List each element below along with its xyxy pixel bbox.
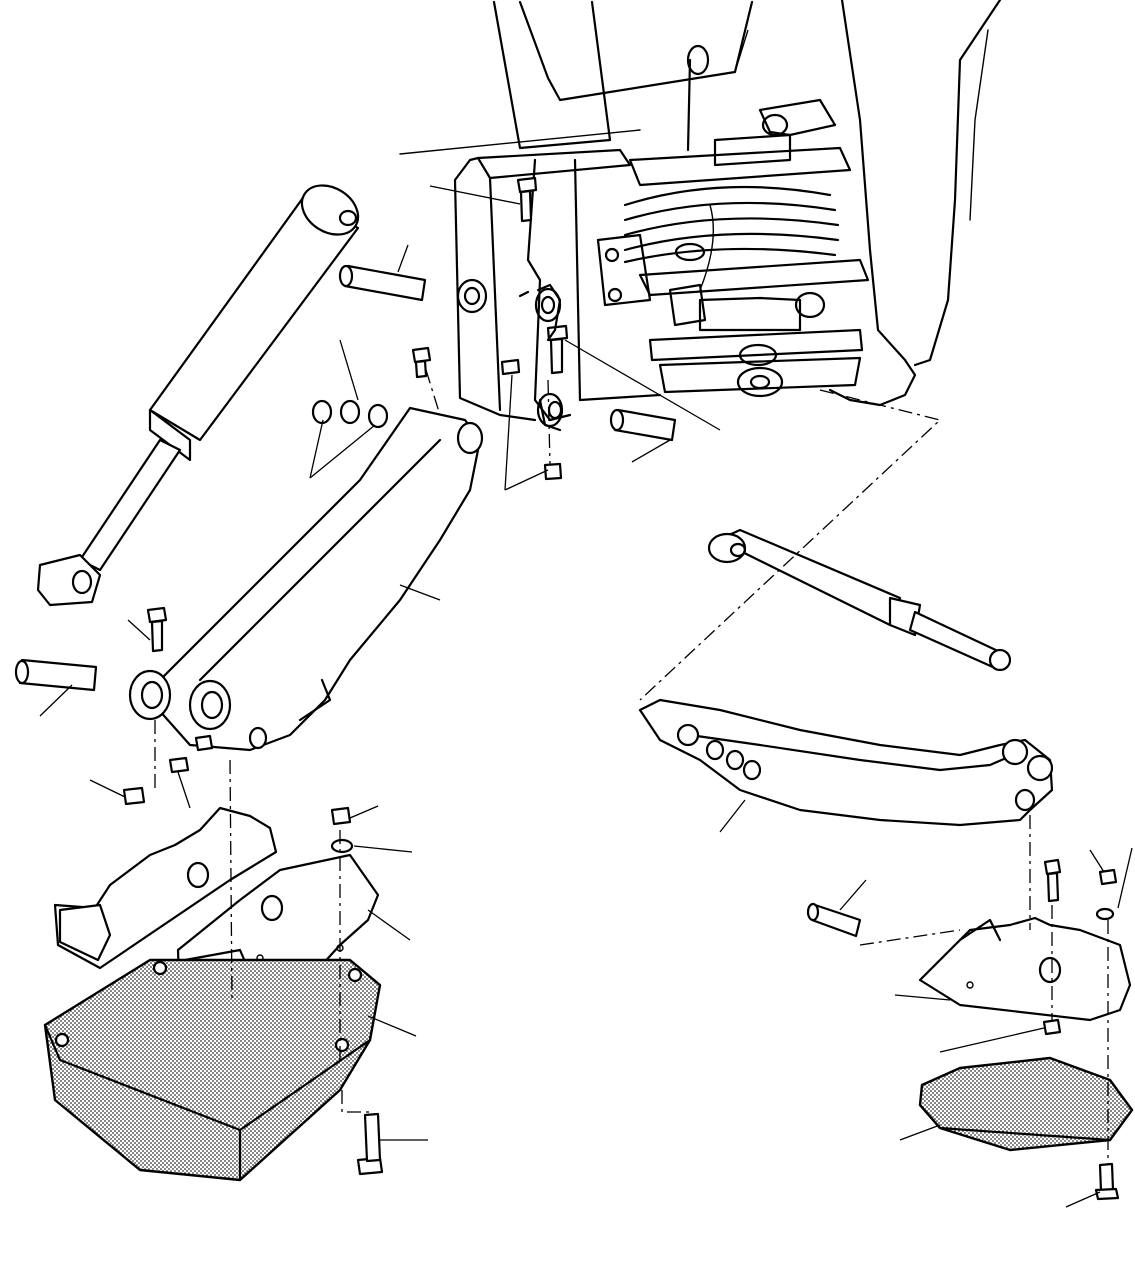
frame-bushings	[456, 278, 564, 428]
callout-leader-lines	[39, 29, 1133, 1208]
upper-frame	[399, 0, 1002, 422]
right-rubber-mount	[918, 1056, 1134, 1201]
right-boom-arm	[638, 698, 1054, 827]
right-bracket	[806, 858, 1132, 1036]
left-arm-fasteners	[14, 606, 214, 806]
left-hydraulic-cylinder	[36, 184, 360, 607]
left-boom-arm	[128, 406, 484, 752]
linkage-plate	[536, 283, 562, 432]
assembly-center-lines	[154, 369, 1109, 1165]
spring-damper-assembly	[596, 98, 870, 398]
frame-bolts	[411, 176, 569, 481]
right-hydraulic-cylinder	[707, 528, 1012, 672]
frame-pins	[311, 264, 677, 442]
left-rubber-mount	[43, 806, 384, 1182]
